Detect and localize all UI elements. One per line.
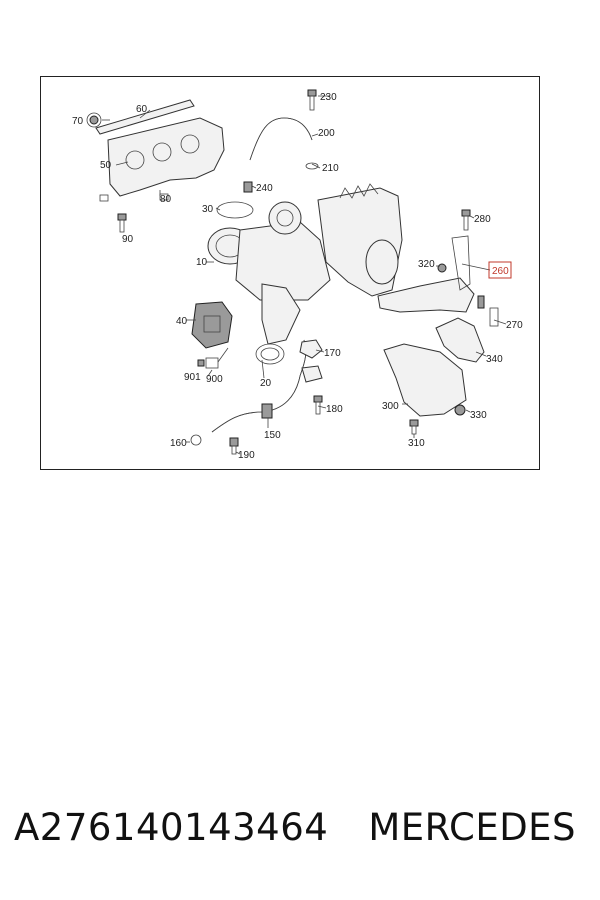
callout-60: 60 <box>136 104 148 115</box>
callout-260: 260 <box>492 266 509 277</box>
oil-return-pipe <box>211 339 307 433</box>
sensor-270 <box>477 295 499 327</box>
callout-190: 190 <box>238 450 255 461</box>
fitting-240 <box>243 181 253 193</box>
compressor-outlet <box>261 283 301 345</box>
callout-180: 180 <box>326 404 343 415</box>
bolt-280 <box>461 209 471 231</box>
callout-80: 80 <box>160 194 172 205</box>
callout-40: 40 <box>176 316 188 327</box>
washer-70 <box>86 112 102 128</box>
callout-210: 210 <box>322 163 339 174</box>
clamp-150 <box>261 403 273 419</box>
actuator-40 <box>191 301 233 349</box>
callout-340: 340 <box>486 354 503 365</box>
callout-280: 280 <box>474 214 491 225</box>
callout-230: 230 <box>320 92 337 103</box>
callout-70: 70 <box>72 116 84 127</box>
bracket-340 <box>435 317 485 363</box>
sensor-900 <box>197 357 219 369</box>
manifold-gasket <box>99 117 225 202</box>
callout-901: 901 <box>184 372 201 383</box>
seal-160 <box>190 434 202 446</box>
brand-name: MERCEDES <box>368 806 577 849</box>
stud-90 <box>117 213 127 233</box>
callout-270: 270 <box>506 320 523 331</box>
gasket-170 <box>299 339 323 359</box>
callout-10: 10 <box>196 257 208 268</box>
turbocharger-body <box>207 183 403 301</box>
bolt-330 <box>454 404 466 416</box>
callout-240: 240 <box>256 183 273 194</box>
heat-shield-260 <box>377 277 475 313</box>
return-flange <box>301 365 323 383</box>
seal-ring-20 <box>255 343 285 365</box>
seal-210 <box>305 162 319 170</box>
callout-260-highlight-box <box>488 261 512 279</box>
nut-320 <box>437 263 447 273</box>
callout-310: 310 <box>408 438 425 449</box>
callout-170: 170 <box>324 348 341 359</box>
callout-300: 300 <box>382 401 399 412</box>
bolt-180 <box>313 395 323 415</box>
callout-160: 160 <box>170 438 187 449</box>
fitting-190 <box>229 437 239 455</box>
callout-200: 200 <box>318 128 335 139</box>
callout-50: 50 <box>100 160 112 171</box>
heat-shield-strip <box>95 99 195 135</box>
callout-150: 150 <box>264 430 281 441</box>
callout-320: 320 <box>418 259 435 270</box>
callout-330: 330 <box>470 410 487 421</box>
part-number: A276140143464 <box>14 806 329 849</box>
callout-30: 30 <box>202 204 214 215</box>
support-bracket-300 <box>383 343 467 417</box>
bolt-310 <box>409 419 419 435</box>
callout-900: 900 <box>206 374 223 385</box>
leader-lines <box>102 95 507 455</box>
footer-caption: A276140143464 MERCEDES <box>14 806 594 862</box>
bolt-230 <box>307 89 317 111</box>
callout-20: 20 <box>260 378 272 389</box>
gasket-ring-30 <box>216 201 254 219</box>
callout-90: 90 <box>122 234 134 245</box>
support-bracket <box>451 235 471 291</box>
